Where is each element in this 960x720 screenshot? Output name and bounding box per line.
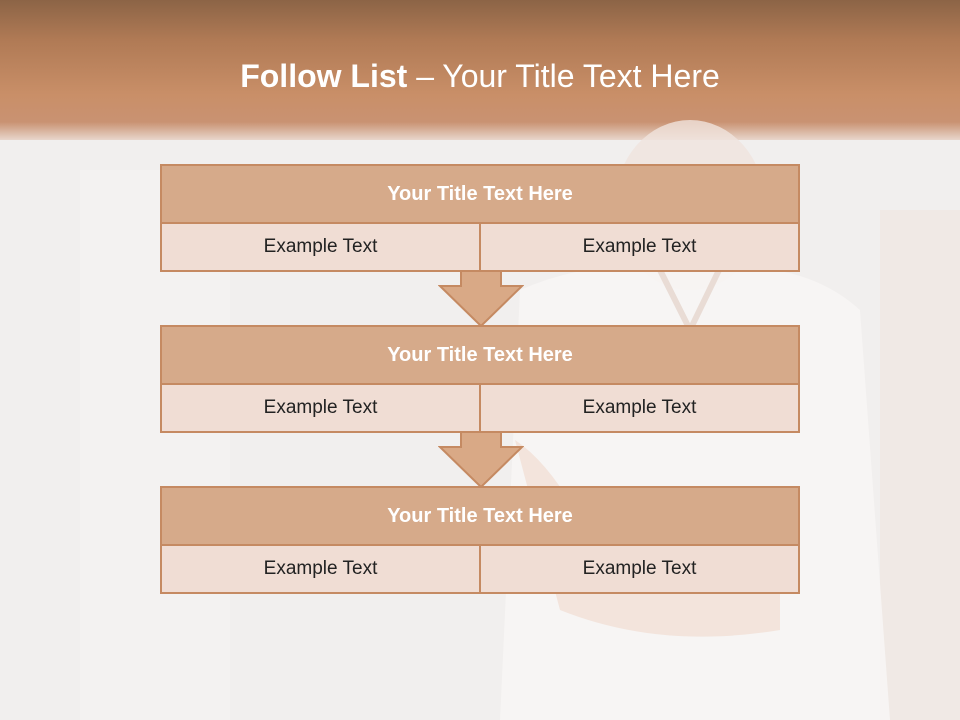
down-arrow-icon	[438, 270, 524, 328]
down-arrow-icon	[438, 431, 524, 489]
step-box-3: Your Title Text Here Example Text Exampl…	[160, 486, 800, 594]
step-cell-right: Example Text	[479, 546, 798, 592]
step-heading: Your Title Text Here	[162, 488, 798, 546]
step-cell-right: Example Text	[479, 385, 798, 431]
step-cell-left: Example Text	[162, 546, 479, 592]
step-row: Example Text Example Text	[162, 224, 798, 270]
step-cell-left: Example Text	[162, 224, 479, 270]
step-row: Example Text Example Text	[162, 385, 798, 431]
step-row: Example Text Example Text	[162, 546, 798, 592]
step-cell-right: Example Text	[479, 224, 798, 270]
slide-title: Follow List – Your Title Text Here	[0, 52, 960, 100]
title-bold: Follow List	[240, 58, 408, 94]
step-box-2: Your Title Text Here Example Text Exampl…	[160, 325, 800, 433]
step-box-1: Your Title Text Here Example Text Exampl…	[160, 164, 800, 272]
step-cell-left: Example Text	[162, 385, 479, 431]
title-rest: – Your Title Text Here	[407, 58, 720, 94]
step-heading: Your Title Text Here	[162, 166, 798, 224]
step-heading: Your Title Text Here	[162, 327, 798, 385]
